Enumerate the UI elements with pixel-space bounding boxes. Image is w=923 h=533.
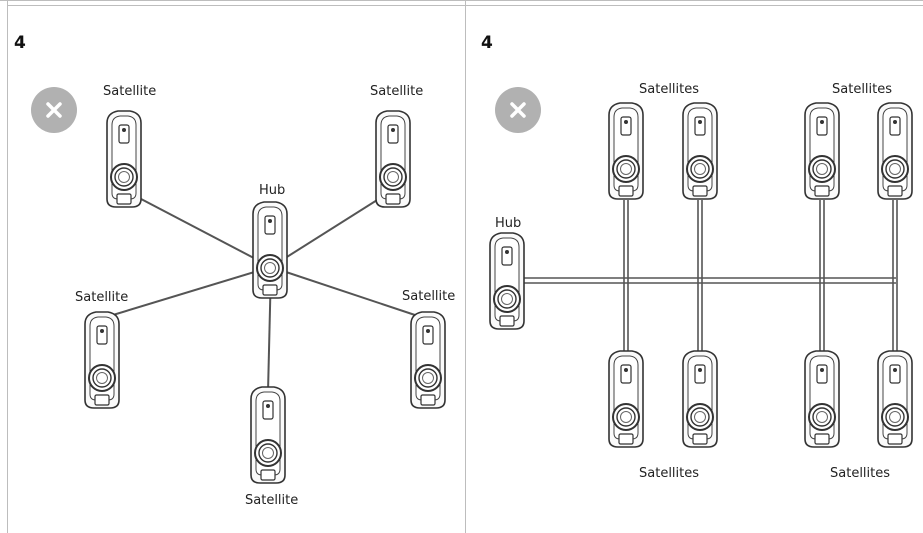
satellite-label: Satellite [245, 493, 299, 508]
satellites-group-label: Satellites [830, 466, 891, 481]
satellite-charger [877, 102, 913, 200]
satellite-charger [682, 102, 718, 200]
satellite-charger [682, 350, 718, 448]
hub-charger [489, 232, 525, 330]
step-number: 4 [14, 33, 26, 53]
satellite-label: Satellite [103, 84, 157, 99]
hub-label: Hub [259, 183, 286, 198]
satellite-label: Satellite [370, 84, 424, 99]
satellite-charger [410, 311, 446, 409]
top-border [0, 0, 923, 1]
satellite-charger [84, 311, 120, 409]
panel-divider [465, 0, 466, 533]
bus-cables [520, 200, 898, 360]
satellite-charger [804, 350, 840, 448]
step-number: 4 [481, 33, 493, 53]
satellite-charger [375, 110, 411, 208]
x-circle-icon [495, 87, 541, 133]
satellites-group-label: Satellites [639, 82, 700, 97]
satellite-charger [804, 102, 840, 200]
satellite-label: Satellite [75, 290, 129, 305]
top-border-left-inner [7, 5, 923, 6]
satellite-charger [608, 102, 644, 200]
satellites-group-label: Satellites [832, 82, 893, 97]
hub-charger [252, 201, 288, 299]
satellite-charger [250, 386, 286, 484]
panel-bus-topology: 4 Satellites Satellites Hub Satellites S… [466, 0, 923, 533]
hub-label: Hub [495, 216, 522, 231]
satellites-group-label: Satellites [639, 466, 700, 481]
star-cables [102, 189, 425, 393]
satellite-label: Satellite [402, 289, 456, 304]
panel-star-topology: 4 Satellite Satellite Hub Satellite Sate… [14, 33, 456, 508]
x-circle-icon [31, 87, 77, 133]
satellite-charger [106, 110, 142, 208]
satellite-charger [877, 350, 913, 448]
left-border [7, 0, 8, 533]
satellite-charger [608, 350, 644, 448]
